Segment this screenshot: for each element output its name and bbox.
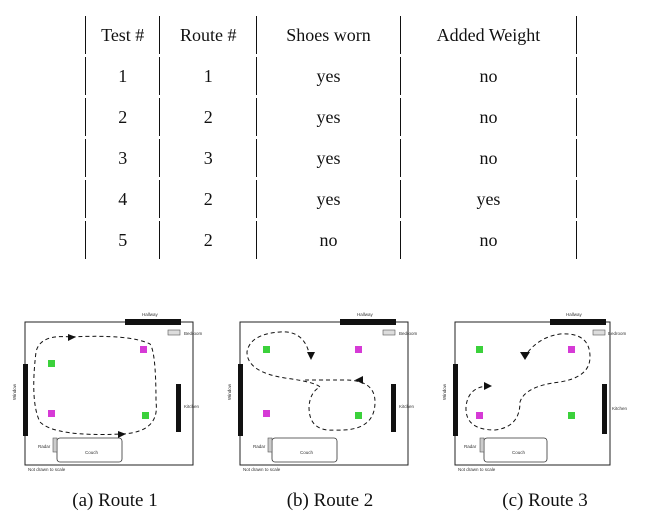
header-shoes-worn: Shoes worn [256, 13, 401, 57]
couch-label: Couch [300, 450, 314, 455]
radar-label: Radar [38, 444, 51, 449]
header-route-number: Route # [159, 13, 257, 57]
caption-route-1: (a) Route 1 [72, 490, 158, 511]
table-row: 2 2 yes no [84, 95, 578, 139]
table-header-row: Test # Route # Shoes worn Added Weight [84, 13, 578, 57]
cell-route: 1 [159, 54, 257, 98]
cell-test: 4 [84, 177, 160, 221]
hallway-label: Hallway [142, 312, 159, 317]
route-2-figure: Hallway Window Kitchen Bedroom Couch Rad… [225, 312, 435, 480]
cell-weight: no [399, 54, 578, 98]
cell-test: 5 [84, 218, 160, 262]
radar-label: Radar [464, 444, 477, 449]
cell-shoes: yes [256, 177, 401, 221]
couch-label: Couch [512, 450, 526, 455]
cell-route: 2 [159, 95, 257, 139]
couch-label: Couch [85, 450, 99, 455]
table-row: 1 1 yes no [84, 54, 578, 98]
cell-shoes: yes [256, 54, 401, 98]
scale-note: Not drawn to scale [28, 467, 66, 472]
window-label: Window [442, 383, 447, 400]
cell-test: 1 [84, 54, 160, 98]
kitchen-door [176, 384, 181, 432]
cell-route: 2 [159, 218, 257, 262]
hallway-label: Hallway [357, 312, 374, 317]
caption-route-3: (c) Route 3 [502, 490, 588, 511]
table-row: 5 2 no no [84, 218, 578, 262]
scale-note: Not drawn to scale [243, 467, 281, 472]
kitchen-label: Kitchen [399, 404, 415, 409]
header-added-weight: Added Weight [399, 13, 578, 57]
radar-label: Radar [253, 444, 266, 449]
hallway-label: Hallway [566, 312, 583, 317]
window-label: Window [227, 383, 232, 400]
table-row: 3 3 yes no [84, 136, 578, 180]
window-wall [23, 364, 28, 436]
cell-shoes: yes [256, 95, 401, 139]
caption-route-2: (b) Route 2 [286, 490, 374, 511]
kitchen-label: Kitchen [184, 404, 200, 409]
cell-test: 3 [84, 136, 160, 180]
cell-weight: no [399, 218, 578, 262]
header-test-number: Test # [84, 13, 160, 57]
window-label: Window [12, 383, 17, 400]
kitchen-label: Kitchen [612, 406, 628, 411]
scale-note: Not drawn to scale [458, 467, 496, 472]
cell-shoes: yes [256, 136, 401, 180]
bedroom-radar [167, 329, 181, 336]
cell-route: 3 [159, 136, 257, 180]
route-1-figure: Hallway Window Kitchen Bedroom Couch Rad… [10, 312, 220, 480]
radar-device [52, 437, 58, 453]
test-table: Test # Route # Shoes worn Added Weight 1… [84, 13, 578, 262]
route-3-figure: Hallway Window Kitchen Bedroom Couch Rad… [440, 312, 650, 480]
cell-weight: yes [399, 177, 578, 221]
hallway-door [125, 319, 181, 325]
cell-test: 2 [84, 95, 160, 139]
cell-shoes: no [256, 218, 401, 262]
cell-weight: no [399, 136, 578, 180]
table-row: 4 2 yes yes [84, 177, 578, 221]
bedroom-label: Bedroom [608, 331, 627, 336]
route-path [33, 335, 157, 435]
cell-route: 2 [159, 177, 257, 221]
cell-weight: no [399, 95, 578, 139]
bedroom-label: Bedroom [184, 331, 203, 336]
bedroom-label: Bedroom [399, 331, 418, 336]
